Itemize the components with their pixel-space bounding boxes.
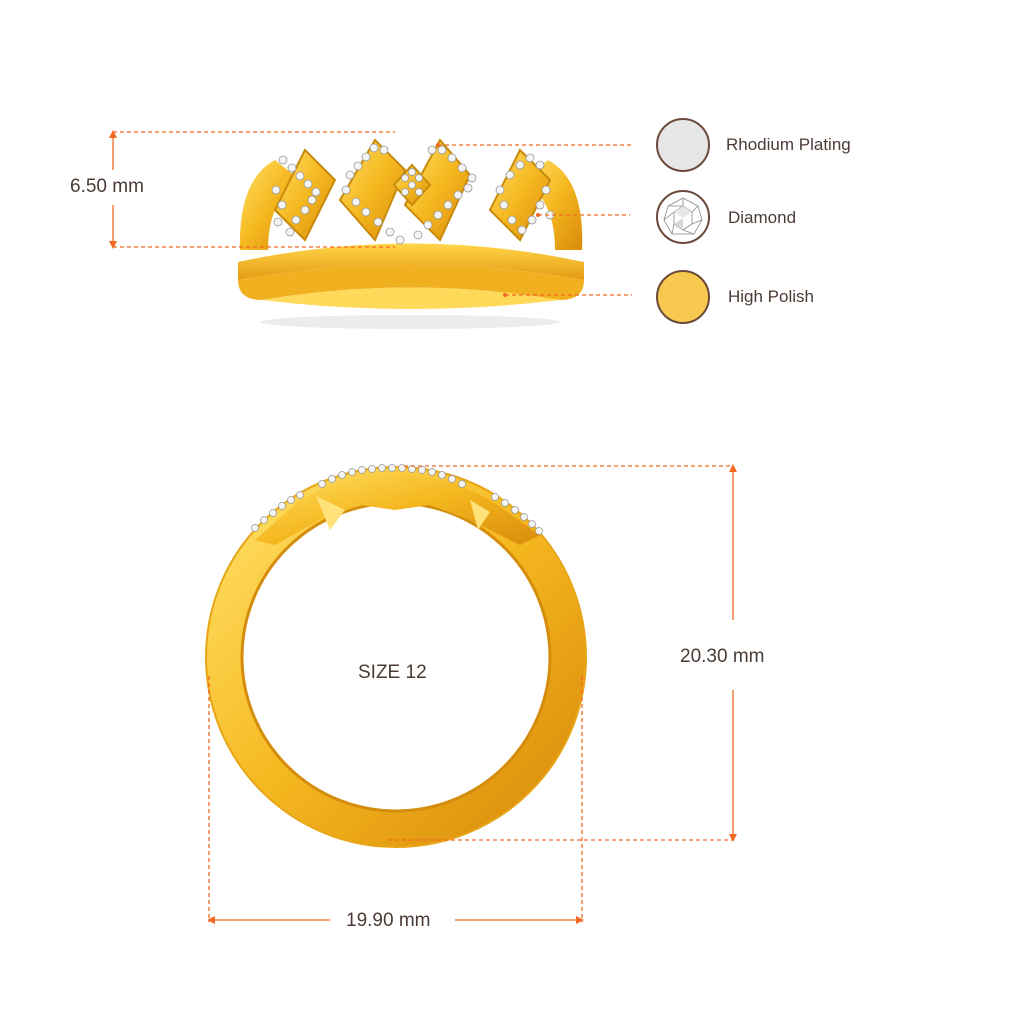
legend-label-diamond: Diamond	[728, 208, 797, 227]
dimension-lines	[112, 131, 734, 922]
rhodium-swatch-icon	[656, 118, 710, 172]
ring-width-dimension-label: 19.90 mm	[346, 910, 431, 931]
dimension-arrowheads	[109, 130, 737, 924]
ring-size-label: SIZE 12	[358, 662, 427, 683]
ring-height-dimension-label: 20.30 mm	[680, 646, 765, 667]
legend-label-rhodium: Rhodium Plating	[726, 135, 851, 154]
height-dimension-label: 6.50 mm	[70, 176, 144, 197]
ring-front-view	[205, 464, 587, 848]
diamond-swatch-icon	[656, 190, 710, 244]
ring-top-view	[238, 138, 584, 329]
gold-swatch-icon	[656, 270, 710, 324]
legend-label-high-polish: High Polish	[728, 287, 814, 306]
